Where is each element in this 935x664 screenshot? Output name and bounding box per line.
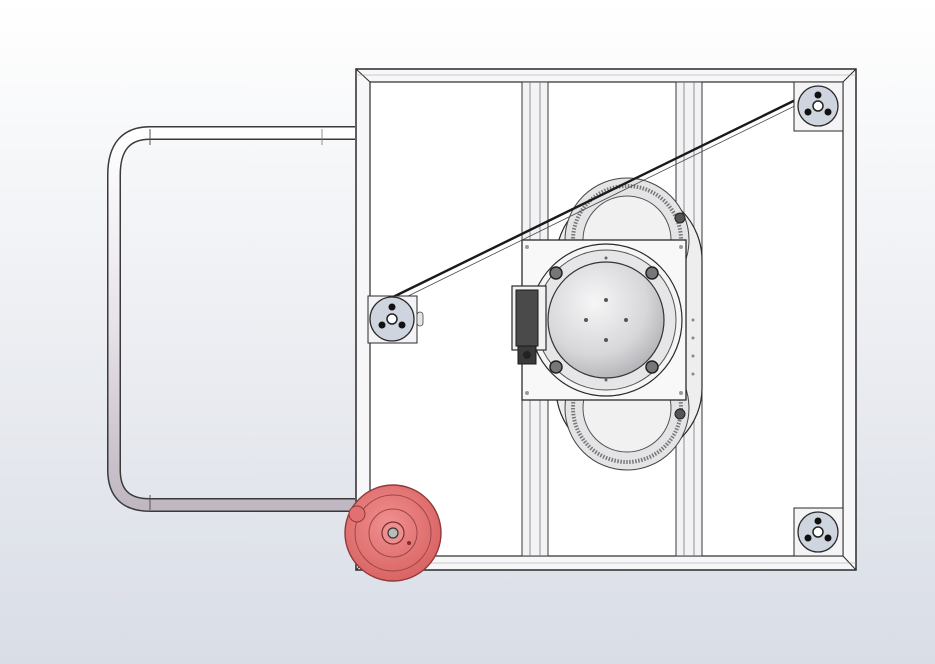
belt-inner — [395, 94, 818, 303]
pulley-bottom-right — [793, 507, 844, 557]
motor-housing — [529, 243, 683, 397]
handwheel — [344, 484, 442, 582]
belt — [390, 86, 821, 300]
handle — [107, 126, 355, 512]
pulley-left — [367, 295, 424, 344]
pulley-top-right — [793, 81, 844, 132]
gearbox — [511, 285, 547, 365]
